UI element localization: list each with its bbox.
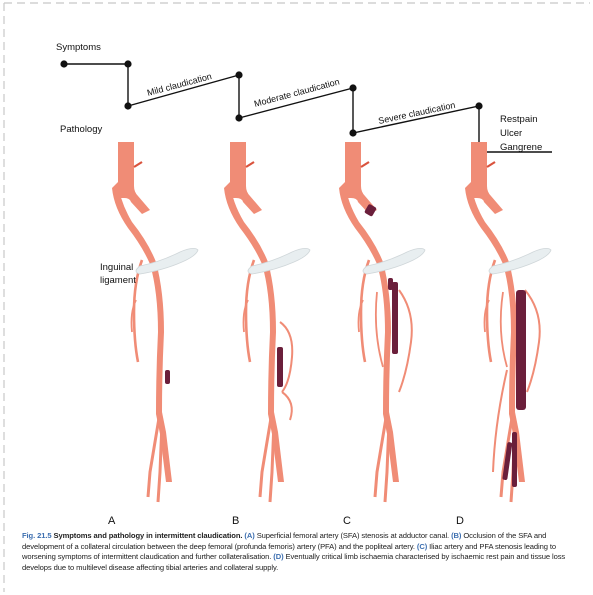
label-ulcer: Ulcer <box>500 128 522 139</box>
label-moderate: Moderate claudication <box>253 76 341 108</box>
collateral-d <box>525 290 540 392</box>
label-inguinal-2: ligament <box>100 275 136 286</box>
leg-panel-b <box>224 142 310 502</box>
caption-text-a: Superficial femoral artery (SFA) stenosi… <box>257 531 449 540</box>
lesion-tibial-2 <box>512 432 517 487</box>
caption-fig-number: Fig. 21.5 <box>22 531 52 540</box>
label-symptoms: Symptoms <box>56 42 101 53</box>
leg-panel-a <box>112 142 198 502</box>
lesion-sfa-stenosis <box>165 370 170 384</box>
panel-label-d: D <box>456 515 464 527</box>
node-symptoms <box>60 60 67 67</box>
panel-label-c: C <box>343 515 351 527</box>
leg-panel-c <box>339 142 425 502</box>
label-restpain: Restpain <box>500 114 538 125</box>
panel-label-b: B <box>232 515 239 527</box>
label-gangrene: Gangrene <box>500 142 542 153</box>
lesion-multilevel-main <box>516 290 526 410</box>
node-c-bottom <box>349 129 356 136</box>
node-c-top <box>349 84 356 91</box>
caption-ref-c: (C) <box>417 542 427 551</box>
leg-panel-d <box>465 142 551 502</box>
node-a-bottom <box>124 102 131 109</box>
caption-title: Symptoms and pathology in intermittent c… <box>54 531 243 540</box>
panel-label-a: A <box>108 515 116 527</box>
label-inguinal-1: Inguinal <box>100 262 133 273</box>
label-pathology: Pathology <box>60 124 103 135</box>
node-a-top <box>124 60 131 67</box>
caption-ref-d: (D) <box>273 552 283 561</box>
node-b-bottom <box>235 114 242 121</box>
collateral-c <box>399 290 412 392</box>
lesion-sfa-occlusion <box>277 347 283 387</box>
node-b-top <box>235 71 242 78</box>
node-d-top <box>475 102 482 109</box>
caption-ref-b: (B) <box>451 531 461 540</box>
caption-ref-a: (A) <box>244 531 254 540</box>
lesion-sfa-occlusion-c <box>392 282 398 354</box>
figure-caption: Fig. 21.5 Symptoms and pathology in inte… <box>22 531 582 573</box>
